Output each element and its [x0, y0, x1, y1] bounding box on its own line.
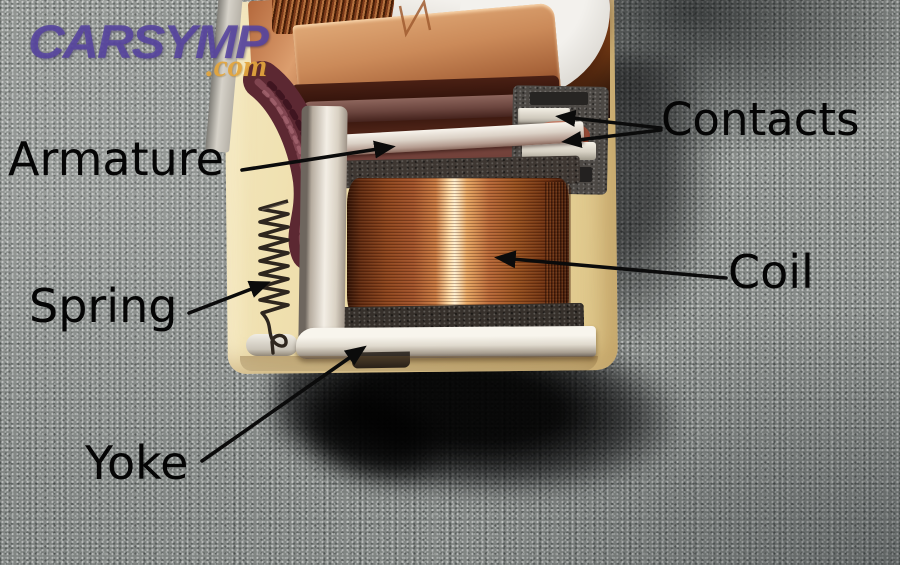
watermark-brand: CARSYMP: [28, 15, 269, 68]
contacts-arrow-lower: [561, 128, 663, 149]
contact-slot-upper: [530, 92, 588, 105]
label-patch-scribble: [398, 0, 432, 38]
label-contacts: Contacts: [661, 93, 860, 146]
label-armature: Armature: [8, 132, 224, 186]
spring-arrow: [187, 280, 271, 315]
watermark: CARSYMP .com: [0, 0, 320, 100]
return-spring: [258, 199, 290, 355]
contacts-arrow-upper: [555, 109, 663, 130]
coil-winding-edge: [545, 182, 571, 320]
relay-side-shadow: [596, 56, 724, 356]
base-bottom-shading: [240, 356, 598, 371]
yoke-arrow: [200, 345, 367, 463]
armature-arrow: [240, 140, 396, 172]
label-coil: Coil: [728, 245, 814, 299]
watermark-tld: .com: [206, 48, 268, 83]
coil-arrow: [494, 250, 728, 280]
coil-windings: [347, 178, 569, 321]
label-spring: Spring: [29, 279, 178, 333]
label-yoke: Yoke: [85, 436, 189, 490]
